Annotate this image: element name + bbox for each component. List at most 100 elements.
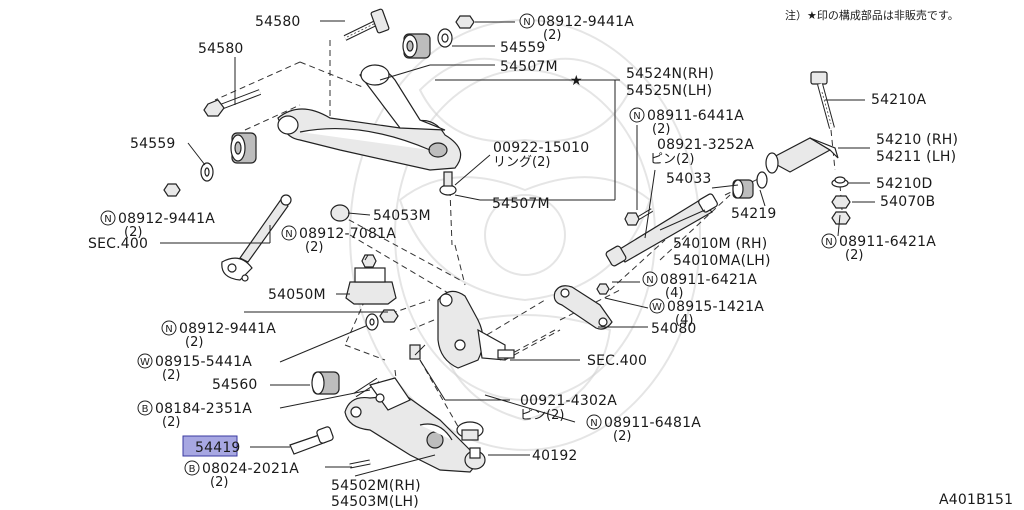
nut-top <box>455 15 475 29</box>
label-54580-top: 54580 <box>255 14 301 30</box>
anchor-arm-54210 <box>765 137 839 174</box>
highlight-54419 <box>182 435 238 457</box>
label-00921: 00921-4302A <box>520 393 617 409</box>
svg-text:W: W <box>652 302 662 313</box>
label-54559-top: 54559 <box>500 40 546 56</box>
label-54503m: 54503M(LH) <box>331 494 419 510</box>
label-00922: 00922-15010 <box>493 140 589 156</box>
label-08921-3252a: 08921-3252A <box>657 137 754 153</box>
label-08912-9441a-top: 08912-9441A <box>537 14 634 30</box>
label-40192: 40192 <box>532 448 578 464</box>
label-54524n: 54524N(RH) <box>626 66 714 82</box>
svg-text:B: B <box>189 464 196 475</box>
label-qty: (2) <box>305 240 323 255</box>
nut-54070b <box>831 195 851 225</box>
label-08184-2351a: 08184-2351A <box>155 401 252 417</box>
figure-code: A401B151 <box>939 492 1013 508</box>
svg-text:B: B <box>142 404 149 415</box>
ring-54219 <box>756 171 768 189</box>
label-54210d: 54210D <box>876 176 933 192</box>
label-sec400-right: SEC.400 <box>587 353 647 369</box>
label-54210a: 54210A <box>871 92 927 108</box>
washer-54559-left <box>200 162 214 182</box>
label-54210: 54210 (RH) <box>876 132 958 148</box>
label-qty: (4) <box>665 286 683 301</box>
label-54507m-mid: 54507M <box>492 196 550 212</box>
bolt-54580-top <box>343 8 390 41</box>
label-08911-6421a-mid: 08911-6421A <box>660 272 757 288</box>
bump-stop-54053m <box>330 204 350 222</box>
label-qty: (2) <box>652 122 670 137</box>
label-08915-5441a: 08915-5441A <box>155 354 252 370</box>
pin-00921 <box>414 344 426 356</box>
label-qty: (4) <box>675 313 693 328</box>
label-54507m-top: 54507M <box>500 59 558 75</box>
label-08912-7081a: 08912-7081A <box>299 226 396 242</box>
label-qty: (2) <box>845 248 863 263</box>
star-mark: ★ <box>570 73 583 89</box>
bushing-54033 <box>732 179 754 199</box>
label-08912-9441a-low: 08912-9441A <box>179 321 276 337</box>
nut-left <box>163 183 181 197</box>
torsion-bar-anchor-54080 <box>553 283 613 330</box>
label-54070b: 54070B <box>880 194 935 210</box>
upper-control-arm <box>277 64 462 171</box>
bolt-08024 <box>349 459 371 469</box>
label-54219: 54219 <box>731 206 777 222</box>
leader-lines <box>160 20 875 477</box>
ring-00922 <box>439 171 457 196</box>
svg-text:N: N <box>590 418 597 429</box>
label-54050m: 54050M <box>268 287 326 303</box>
label-54211: 54211 (LH) <box>876 149 956 165</box>
nut-low <box>379 309 399 323</box>
label-qty: (2) <box>162 415 180 430</box>
pivot-pin-54419 <box>289 426 334 455</box>
svg-text:N: N <box>165 324 172 335</box>
svg-text:W: W <box>140 357 150 368</box>
label-qty: (2) <box>124 225 142 240</box>
label-54010m: 54010M (RH) <box>673 236 767 252</box>
label-qty: (2) <box>185 335 203 350</box>
prefix-marks: N N N N W B B N N W N N <box>100 13 837 476</box>
label-54559-left: 54559 <box>130 136 176 152</box>
stabilizer-link-left <box>221 194 292 282</box>
washer-low <box>365 313 379 331</box>
bolt-54210a <box>810 71 835 129</box>
label-54080: 54080 <box>651 321 697 337</box>
bushing-left <box>230 132 257 164</box>
label-54502m: 54502M(RH) <box>331 478 421 494</box>
ball-joint-40192 <box>456 421 486 470</box>
bolt-54580-left <box>203 89 262 117</box>
bushing-54560 <box>311 371 340 395</box>
washer-54559-top <box>437 28 453 48</box>
svg-text:N: N <box>633 111 640 122</box>
label-54525n: 54525N(LH) <box>626 83 712 99</box>
bushing-54507m-top <box>402 33 431 59</box>
label-54033: 54033 <box>666 171 712 187</box>
washer-54210d <box>831 176 849 188</box>
lower-control-arm <box>344 377 481 473</box>
svg-text:N: N <box>285 229 292 240</box>
label-sec400-left: SEC.400 <box>88 236 148 252</box>
part-labels: 54580 08912-9441A (2) 54559 54507M 54524… <box>88 14 958 510</box>
label-54419: 54419 <box>195 440 241 456</box>
label-54580-left: 54580 <box>198 41 244 57</box>
label-08911-6481a: 08911-6481A <box>604 415 701 431</box>
svg-text:N: N <box>523 17 530 28</box>
svg-text:N: N <box>825 237 832 248</box>
torsion-bar-54010m <box>605 193 718 267</box>
label-08911-6421a-right: 08911-6421A <box>839 234 936 250</box>
label-08024-2021a: 08024-2021A <box>202 461 299 477</box>
svg-text:N: N <box>646 275 653 286</box>
label-54053m: 54053M <box>373 208 431 224</box>
label-54010ma: 54010MA(LH) <box>673 253 771 269</box>
bump-mount-54050m <box>345 254 397 305</box>
steering-knuckle <box>409 290 515 369</box>
non-sale-note: 注）★印の構成部品は非販売です。 <box>785 8 959 22</box>
label-qty: (2) <box>543 28 561 43</box>
label-qty: (2) <box>613 429 631 444</box>
label-08912-9441a-left: 08912-9441A <box>118 211 215 227</box>
label-ring: リング(2) <box>493 155 550 170</box>
label-qty: (2) <box>210 475 228 490</box>
